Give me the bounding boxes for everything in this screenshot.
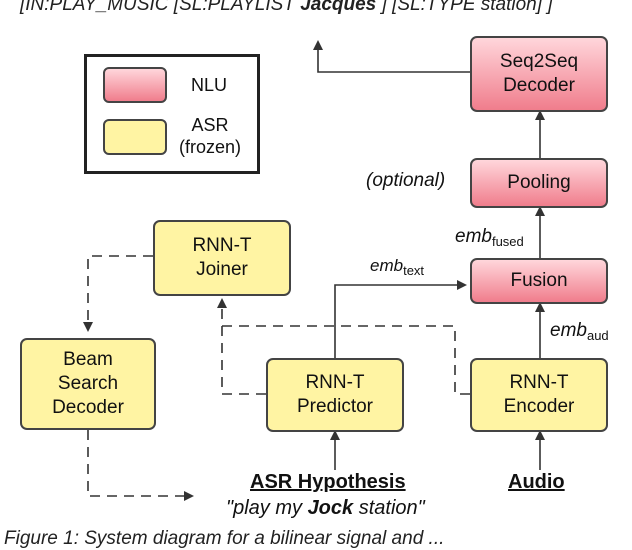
dashed-encoder-to-joiner (222, 325, 470, 395)
emb-fused-emb: emb (455, 226, 492, 247)
legend-nlu-swatch (103, 67, 167, 103)
beam-line2: Search (57, 373, 119, 394)
emb-text-label: embtext (370, 256, 424, 278)
joiner-line1: RNN-T (192, 235, 252, 256)
pooling-label: Pooling (507, 172, 571, 193)
seq2seq-line1: Seq2Seq (499, 51, 579, 72)
beam-line1: Beam (63, 349, 113, 370)
rnnt-encoder-box: RNN-T Encoder (470, 358, 608, 432)
legend-asr-label: ASR (frozen) (179, 114, 241, 158)
dashed-predictor-to-joiner (217, 298, 266, 395)
emb-text-emb: emb (370, 256, 404, 275)
emb-fused-label: embfused (455, 226, 524, 249)
pooling-box: Pooling (470, 158, 608, 208)
hypothesis-pre: "play my (226, 497, 308, 519)
legend-nlu-label: NLU (191, 75, 228, 95)
hypothesis-text: "play my Jock station" (226, 497, 425, 520)
optional-label: (optional) (366, 170, 446, 191)
emb-fused-sub: fused (491, 234, 524, 249)
emb-aud-emb: emb (550, 320, 587, 341)
asr-hypothesis-label: ASR Hypothesis (250, 471, 406, 493)
audio-label: Audio (508, 471, 565, 493)
rnnt-joiner-box: RNN-T Joiner (153, 220, 291, 296)
dashed-beam-to-hypothesis (87, 430, 194, 501)
beam-line3: Decoder (52, 397, 124, 418)
figure-caption: Figure 1: System diagram for a bilinear … (4, 528, 445, 549)
emb-text-sub: text (403, 263, 425, 278)
predictor-line1: RNN-T (305, 372, 365, 393)
encoder-line2: Encoder (503, 396, 575, 417)
emb-aud-sub: aud (586, 328, 609, 343)
emb-aud-label: embaud (550, 320, 609, 343)
hypothesis-post: station" (353, 497, 425, 519)
output-parse-text: [IN:PLAY_MUSIC [SL:PLAYLIST Jacques ] [S… (20, 0, 553, 16)
output-intent: [IN:PLAY_MUSIC [SL:PLAYLIST (20, 0, 301, 15)
seq2seq-line2: Decoder (503, 75, 575, 96)
arrow-seq2seq-to-output (313, 40, 470, 73)
dashed-joiner-to-beam (83, 255, 153, 332)
legend-frozen-text: (frozen) (179, 137, 242, 157)
joiner-line2: Joiner (196, 259, 248, 280)
legend-asr-swatch (103, 119, 167, 155)
encoder-line1: RNN-T (509, 372, 569, 393)
hypothesis-bold-word: Jock (307, 497, 354, 519)
fusion-label: Fusion (510, 270, 568, 291)
output-slot-value: Jacques (300, 0, 377, 15)
legend-asr-text: ASR (191, 115, 229, 135)
fusion-box: Fusion (470, 258, 608, 304)
rnnt-predictor-box: RNN-T Predictor (266, 358, 404, 432)
predictor-line2: Predictor (296, 396, 374, 417)
arrow-predictor-to-fusion (334, 280, 467, 358)
legend: NLU ASR (frozen) (84, 54, 260, 174)
output-rest: ] [SL:TYPE station] ] (376, 0, 553, 15)
